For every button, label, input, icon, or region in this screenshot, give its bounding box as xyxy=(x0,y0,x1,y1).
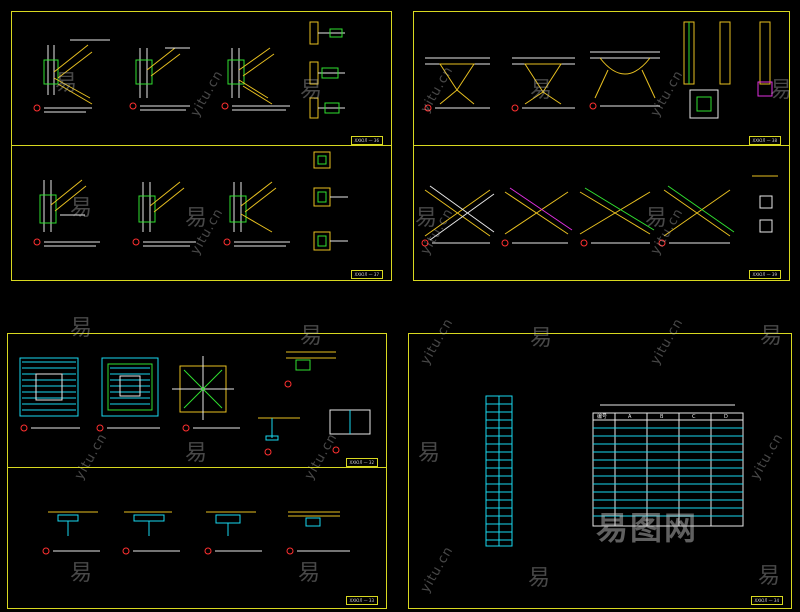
schedule-table-grid xyxy=(592,404,744,527)
sheet-divider xyxy=(12,145,391,146)
gusset-detail-6 xyxy=(223,181,290,247)
x-brace-4 xyxy=(658,185,735,247)
x-brace-3 xyxy=(579,187,655,247)
beam-seat-2 xyxy=(122,511,180,555)
title-block-stamp: ХХЮЛ — 39 xyxy=(748,270,781,279)
base-plate-section xyxy=(172,356,240,432)
sheet-divider xyxy=(8,467,386,468)
table-header-cell: 编号 xyxy=(597,413,607,420)
member-schedule-column xyxy=(485,395,513,547)
title-block-stamp: ХХЮЛ — 36 xyxy=(350,136,383,145)
gusset-detail-1 xyxy=(33,39,110,113)
section-cuts-upper xyxy=(309,21,345,119)
base-plate-plan-2 xyxy=(96,357,160,432)
gusset-detail-5 xyxy=(132,181,196,247)
beam-seat-4 xyxy=(286,511,350,555)
title-block-stamp: ХХЮЛ — 37 xyxy=(350,270,383,279)
table-header-cell: A xyxy=(628,414,632,420)
x-brace-2 xyxy=(501,187,573,247)
section-cuts-lower xyxy=(313,151,348,251)
truss-node-1 xyxy=(424,57,490,112)
gusset-detail-2 xyxy=(129,47,190,111)
beam-bracket-details xyxy=(258,351,371,456)
table-header-cell: B xyxy=(660,414,664,420)
title-block-stamp: ХХЮЛ — 33 xyxy=(345,596,378,605)
title-block-stamp: ХХЮЛ — 34 xyxy=(750,596,783,605)
sheet-bottom-right: ХХЮЛ — 34 xyxy=(408,333,792,609)
gusset-detail-4 xyxy=(33,179,100,247)
base-plate-plan-1 xyxy=(19,357,80,432)
sheet-top-left: ХХЮЛ — 36 ХХЮЛ — 37 xyxy=(11,11,392,281)
sheet-bottom-left: ХХЮЛ — 32 ХХЮЛ — 33 xyxy=(7,333,387,609)
sheet-top-right: ХХЮЛ — 38 ХХЮЛ — 39 xyxy=(413,11,790,281)
x-brace-1 xyxy=(421,185,495,247)
gusset-detail-3 xyxy=(221,47,290,111)
brace-section-marks xyxy=(752,175,778,233)
truss-node-3 xyxy=(589,51,660,110)
table-header-cell: C xyxy=(692,414,696,420)
column-splice-details xyxy=(683,21,773,119)
truss-node-2 xyxy=(511,57,575,112)
beam-seat-1 xyxy=(42,511,100,555)
sheet-divider xyxy=(414,145,789,146)
title-block-stamp: ХХЮЛ — 32 xyxy=(345,458,378,467)
title-block-stamp: ХХЮЛ — 38 xyxy=(748,136,781,145)
table-header-cell: D xyxy=(724,414,728,420)
beam-seat-3 xyxy=(204,511,262,555)
